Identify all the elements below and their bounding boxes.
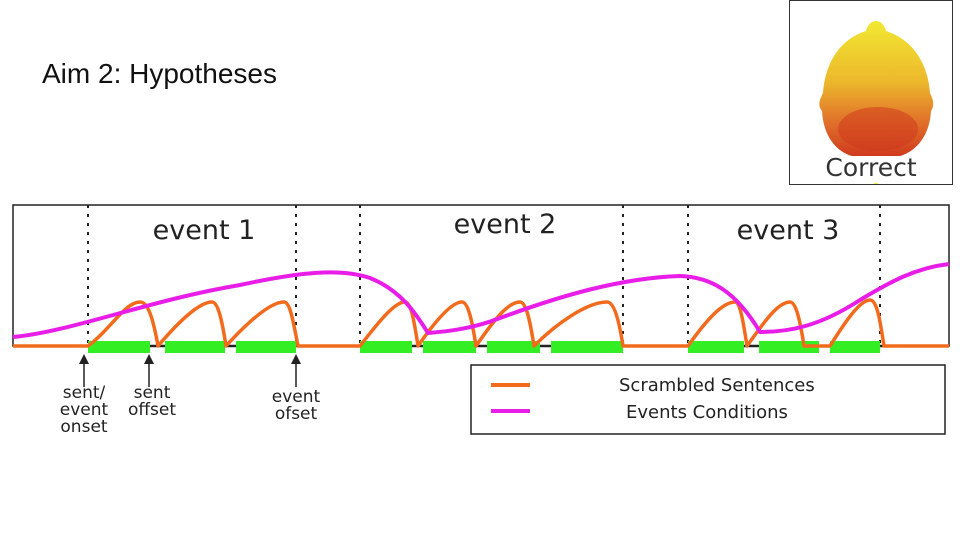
- sentence-block: [236, 341, 296, 353]
- up-arrow-icon: [291, 354, 301, 364]
- neck-dot: [873, 183, 879, 184]
- events-conditions-curve: [12, 262, 950, 339]
- sentence-block: [830, 341, 880, 353]
- slide-title: Aim 2: Hypotheses: [42, 58, 277, 89]
- legend: Scrambled Sentences Events Conditions: [470, 364, 946, 435]
- legend-label: Scrambled Sentences: [619, 375, 815, 396]
- sentence-blocks: [88, 341, 880, 353]
- marker-label: offset: [128, 400, 176, 420]
- legend-box: [470, 364, 946, 435]
- sentence-block: [360, 341, 412, 353]
- up-arrow-icon: [79, 354, 89, 364]
- marker-label: onset: [60, 417, 107, 437]
- legend-label: Events Conditions: [626, 402, 788, 423]
- scrambled-sentences-curve: [13, 298, 949, 348]
- sentence-block: [487, 341, 540, 353]
- up-arrow-icon: [144, 354, 154, 364]
- marker-label: sent: [134, 383, 171, 403]
- marker-label: sent/: [63, 383, 106, 403]
- marker-event-offset: event ofset: [272, 354, 321, 424]
- sentence-block: [165, 341, 225, 353]
- event-label: event 3: [737, 215, 840, 246]
- marker-label: event: [60, 400, 109, 420]
- head-map-label: Correct: [825, 153, 917, 182]
- marker-label: event: [272, 387, 321, 407]
- sentence-block: [551, 341, 623, 353]
- sentence-block: [88, 341, 150, 353]
- activation-blob: [838, 107, 918, 151]
- head-map-panel: Correct: [789, 0, 953, 185]
- sentence-block: [423, 341, 476, 353]
- sentence-block: [688, 341, 744, 353]
- scalp-map-image: [819, 21, 934, 184]
- marker-label: ofset: [275, 404, 318, 424]
- marker-sent-offset: sent offset: [128, 354, 176, 420]
- event-label: event 2: [454, 209, 557, 240]
- marker-sent-event-onset: sent/ event onset: [60, 354, 109, 437]
- event-label: event 1: [153, 215, 256, 246]
